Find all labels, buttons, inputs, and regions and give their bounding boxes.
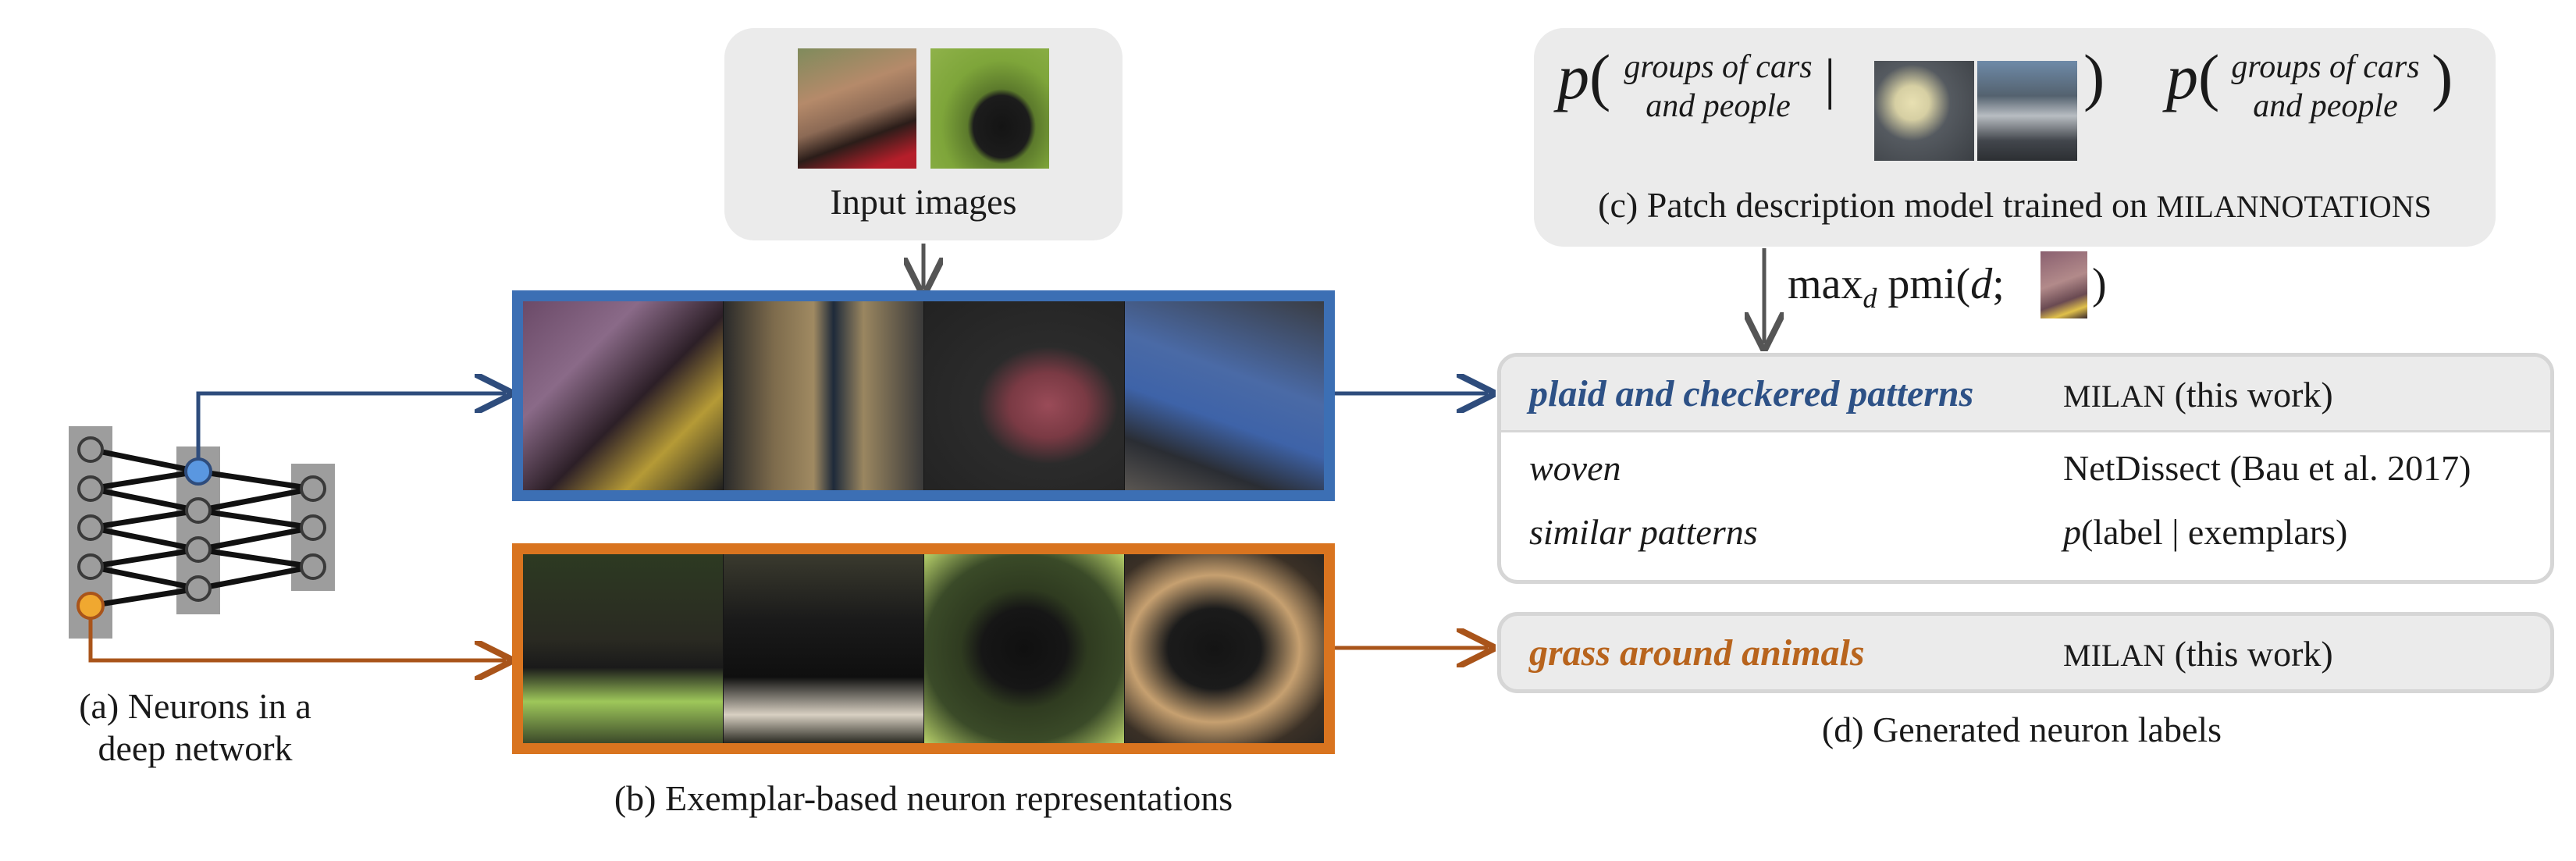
label-plaid-and-checkered-patterns: plaid and checkered patterns bbox=[1529, 373, 1974, 414]
network-nodes bbox=[77, 436, 326, 602]
p-prior-symbol: p( bbox=[2166, 41, 2220, 112]
prior-description-line2: and people bbox=[2253, 87, 2398, 124]
exemplar-plaid-bag bbox=[924, 301, 1127, 490]
label-woven: woven bbox=[1529, 448, 1621, 488]
exemplar-bulldog-on-grass bbox=[924, 554, 1127, 743]
label-grass-around-animals: grass around animals bbox=[1529, 632, 1865, 674]
pmi-exemplar-thumbnail bbox=[2041, 251, 2087, 318]
prior-description: groups of cars and people bbox=[2224, 48, 2427, 126]
orange-neuron-exemplar-strip bbox=[512, 543, 1335, 754]
p-conditional-symbol: p( bbox=[1557, 41, 1611, 112]
panel-b-caption: (b) Exemplar-based neuron representation… bbox=[614, 778, 1233, 818]
exemplar-patterned-leggings bbox=[1125, 301, 1324, 490]
orange-neuron-label-table: grass around animals MILAN (this work) bbox=[1497, 612, 2554, 693]
blue-neuron-exemplar-strip bbox=[512, 290, 1335, 501]
exemplar-dog-on-ground bbox=[1125, 554, 1324, 743]
neuron-orange-node[interactable] bbox=[76, 592, 105, 620]
conditional-description-line1: groups of cars bbox=[1624, 49, 1813, 85]
blue-neuron-label-table: plaid and checkered patterns MILAN (this… bbox=[1497, 353, 2554, 584]
panel-d-caption: (d) Generated neuron labels bbox=[1821, 710, 2222, 749]
conditional-bar: | bbox=[1824, 48, 1836, 110]
method-netdissect: NetDissect (Bau et al. 2017) bbox=[2063, 448, 2471, 488]
conditioning-exemplar-street bbox=[1874, 61, 1974, 161]
blue-label-row-milan: plaid and checkered patterns MILAN (this… bbox=[1501, 357, 2550, 432]
prior-description-line1: groups of cars bbox=[2231, 49, 2420, 85]
exemplar-bull-on-grass bbox=[724, 554, 927, 743]
panel-a-caption: (a) Neurons in a deep network bbox=[47, 685, 343, 770]
prior-close-paren: ) bbox=[2432, 41, 2453, 112]
input-images-label: Input images bbox=[830, 182, 1017, 222]
method-milan-blue: MILAN (this work) bbox=[2063, 375, 2333, 414]
orange-neuron-arrow bbox=[88, 618, 506, 660]
conditioning-exemplar-parking-lot bbox=[1977, 61, 2077, 161]
exemplar-tweed-jacket bbox=[724, 301, 927, 490]
blue-neuron-arrow bbox=[196, 393, 506, 459]
label-similar-patterns: similar patterns bbox=[1529, 512, 1758, 552]
neuron-blue-node[interactable] bbox=[184, 457, 212, 486]
input-images-box: Input images bbox=[724, 28, 1123, 240]
pmi-expression: maxd pmi(d; bbox=[1788, 260, 2005, 315]
exemplar-checkered-shirt bbox=[523, 301, 726, 490]
conditional-description-line2: and people bbox=[1646, 87, 1791, 124]
conditional-description: groups of cars and people bbox=[1617, 48, 1820, 126]
description-model-box: p( groups of cars and people | ) p( grou… bbox=[1534, 28, 2496, 247]
panel-a-caption-line1: (a) Neurons in a bbox=[79, 686, 311, 726]
method-p-label-exemplars: p(label | exemplars) bbox=[2063, 512, 2348, 552]
network-edges bbox=[90, 447, 314, 609]
method-milan-orange: MILAN (this work) bbox=[2063, 634, 2333, 674]
exemplar-pig-on-grass bbox=[523, 554, 726, 743]
conditional-close-paren: ) bbox=[2083, 41, 2105, 112]
input-image-black-bear bbox=[930, 48, 1049, 169]
blue-exemplar-panels bbox=[523, 301, 1324, 490]
panel-a-caption-line2: deep network bbox=[98, 728, 293, 769]
panel-c-caption: (c) Patch description model trained on M… bbox=[1598, 185, 2432, 225]
input-image-person-dog bbox=[798, 48, 916, 169]
orange-exemplar-panels bbox=[523, 554, 1324, 743]
pmi-close-paren: ) bbox=[2092, 260, 2107, 308]
